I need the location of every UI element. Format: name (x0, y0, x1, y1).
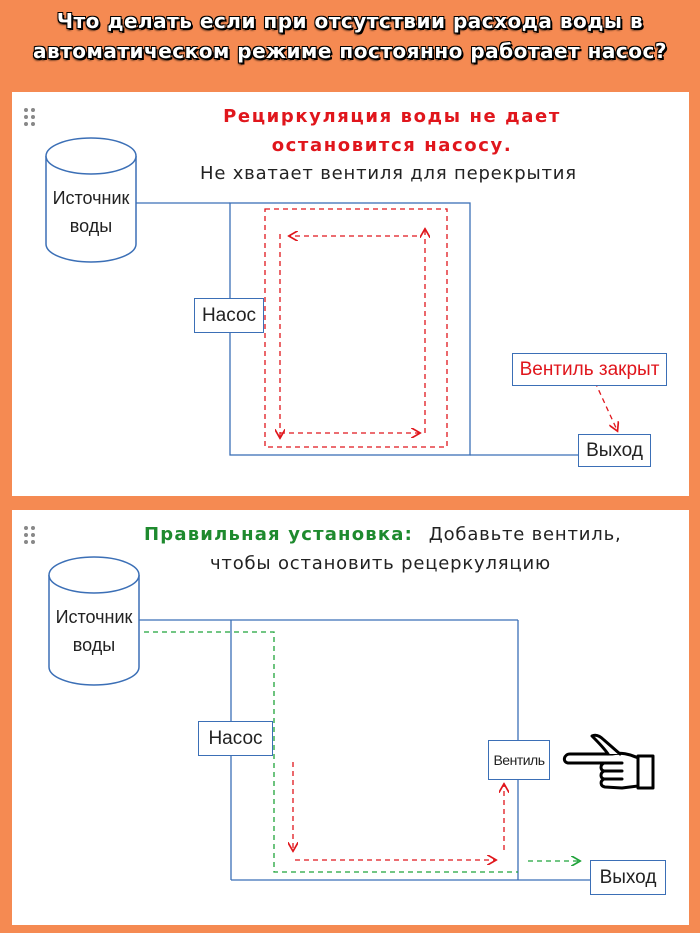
water-source-cylinder-icon (45, 137, 137, 263)
drag-handle-icon[interactable] (24, 108, 36, 128)
wrong-installation-diagram (45, 137, 689, 456)
pump-box: Насос (194, 298, 264, 333)
correct-heading-line-1: Правильная установка: Добавьте вентиль, (144, 524, 622, 545)
water-flow-arrows (144, 631, 579, 873)
outlet-box: Выход (578, 434, 651, 467)
recirculation-heading-line-1: Рециркуляция воды не дает (223, 106, 561, 127)
recirculation-arrows (264, 208, 617, 448)
title-line-1: Что делать если при отсутствии расхода в… (56, 9, 644, 33)
valve-box: Вентиль (488, 740, 550, 780)
correct-installation-panel: Источник воды Правильная установка: Доба… (12, 510, 689, 925)
page-title: Что делать если при отсутствии расхода в… (0, 6, 700, 66)
water-source-label: Источник воды (55, 607, 133, 655)
water-source-label: Источник воды (52, 188, 130, 236)
valve-closed-box: Вентиль закрыт (512, 353, 667, 386)
pump-box: Насос (198, 721, 273, 756)
correct-installation-diagram (48, 556, 590, 881)
water-source-cylinder-icon (48, 556, 140, 686)
drag-handle-icon[interactable] (24, 526, 36, 546)
add-valve-text: Добавьте вентиль, (428, 524, 622, 545)
wrong-installation-panel: Источник воды Рециркуляция воды не дает … (12, 92, 689, 496)
correct-heading-line-2: чтобы остановить рецеркуляцию (210, 553, 551, 574)
blocked-recirculation-arrows (293, 762, 504, 860)
outlet-box: Выход (590, 860, 666, 895)
correct-installation-label: Правильная установка: (144, 524, 414, 545)
pointing-hand-icon (562, 733, 655, 790)
recirculation-heading-line-2: остановится насосу. (271, 135, 513, 156)
missing-valve-subtitle: Не хватает вентиля для перекрытия (200, 163, 577, 184)
title-line-2: автоматическом режиме постоянно работает… (33, 39, 667, 63)
